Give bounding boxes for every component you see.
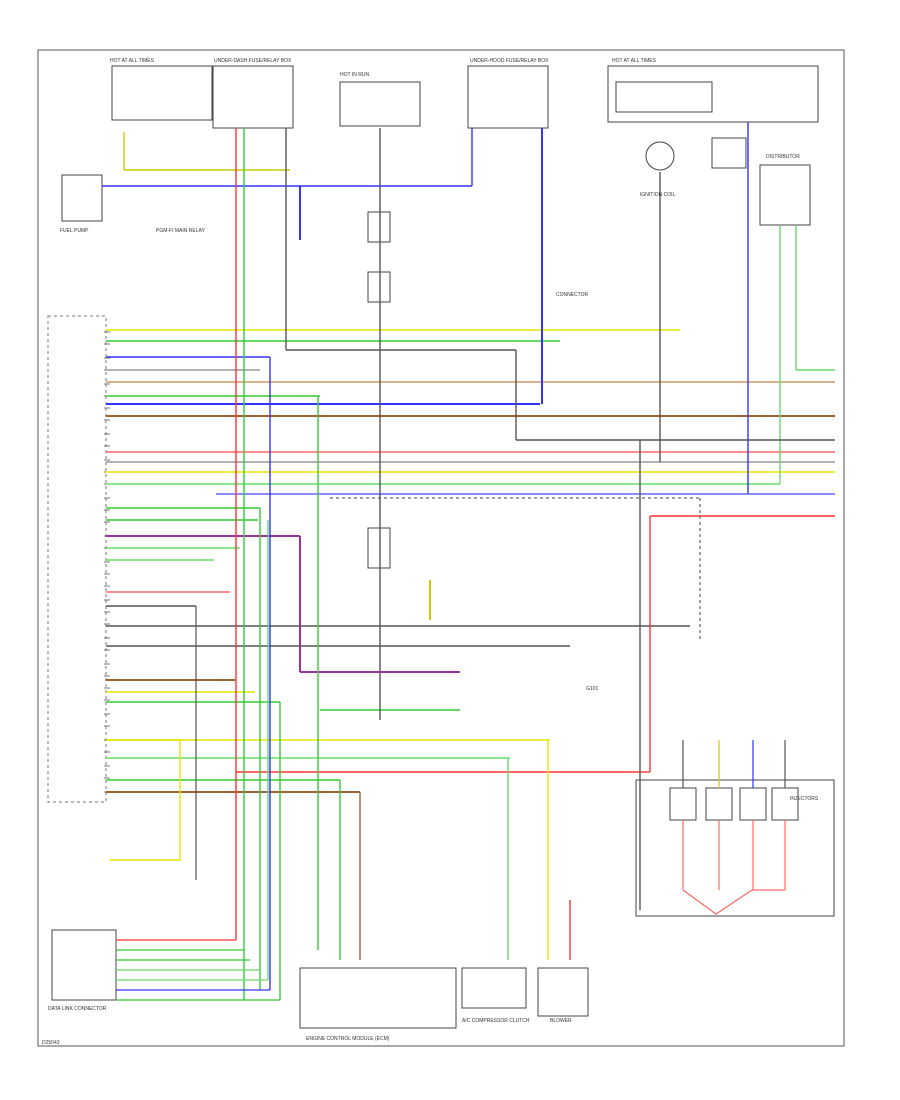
data-link-connector (51, 929, 117, 1001)
injector-1 (669, 787, 697, 821)
ecm-pin-ticks (104, 331, 110, 793)
injector-frame (635, 779, 835, 917)
blower-box (711, 137, 747, 169)
horizontal-wires (106, 329, 835, 793)
relay-box-right (467, 65, 549, 129)
label-distributor: DISTRIBUTOR (766, 154, 800, 160)
label-ignition-coil: IGNITION COIL (640, 192, 676, 198)
label-connector: CONNECTOR (556, 292, 589, 298)
ecm-body (299, 967, 457, 1029)
fuse-strip (615, 81, 713, 113)
fuse-box-right (607, 65, 819, 123)
ignition-switch-box (339, 81, 421, 127)
label-footer: D25043 (42, 1040, 60, 1046)
label-fuse-right: UNDER-HOOD FUSE/RELAY BOX (470, 58, 549, 64)
ignition-coil-symbol (645, 141, 675, 171)
injector-4 (771, 787, 799, 821)
label-ac-compressor: A/C COMPRESSOR CLUTCH (462, 1018, 530, 1024)
data-link-wires (116, 939, 280, 1001)
relay-box-left (212, 65, 294, 129)
connector-stack-top (367, 211, 391, 243)
blower-bottom-box (537, 967, 589, 1017)
connector-mid (367, 527, 391, 569)
label-pgm-relay: PGM-FI MAIN RELAY (156, 228, 205, 234)
label-ground: G101 (586, 686, 598, 692)
ac-compressor-box (461, 967, 527, 1009)
bottom-components (51, 497, 835, 1029)
label-data-link: DATA LINK CONNECTOR (48, 1006, 107, 1012)
text-labels: HOT AT ALL TIMES UNDER-DASH FUSE/RELAY B… (42, 58, 819, 1046)
injector-3 (739, 787, 767, 821)
injector-2 (705, 787, 733, 821)
label-hot-2: HOT AT ALL TIMES (612, 58, 657, 64)
label-blower: BLOWER (550, 1018, 572, 1024)
connector-stack-mid (367, 271, 391, 303)
label-hot-run: HOT IN RUN (340, 72, 369, 78)
label-injectors: INJECTORS (790, 796, 819, 802)
label-ecm: ENGINE CONTROL MODULE (ECM) (306, 1036, 390, 1042)
ecm-connector-block (47, 315, 107, 803)
label-fuel-pump: FUEL PUMP (60, 228, 89, 234)
fuse-box-left (111, 65, 213, 121)
diagram-frame (37, 49, 845, 1047)
top-components (61, 65, 819, 569)
sensor-wire-yellow (106, 739, 181, 861)
label-fuse-left: UNDER-DASH FUSE/RELAY BOX (214, 58, 292, 64)
fuel-pump-box (61, 174, 103, 222)
distributor-box (759, 164, 811, 226)
injector-wires (682, 740, 786, 915)
label-hot-1: HOT AT ALL TIMES (110, 58, 155, 64)
vertical-wires (102, 122, 835, 1000)
